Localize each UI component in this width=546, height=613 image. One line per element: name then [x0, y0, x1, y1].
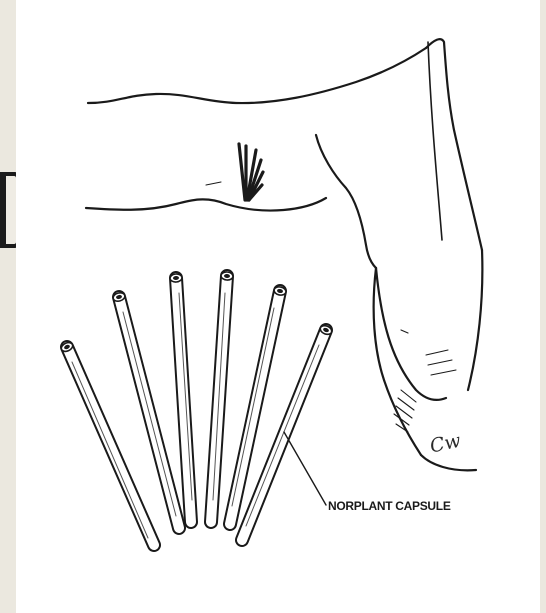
norplant-capsule-4: [211, 272, 233, 522]
norplant-capsule-2: [112, 292, 179, 528]
implanted-capsule-fan: [239, 144, 263, 200]
norplant-capsule-label: NORPLANT CAPSULE: [328, 499, 451, 513]
armpit-shading: [206, 182, 456, 432]
side-tab-inner: [6, 176, 16, 244]
arm-implant-illustration: [16, 0, 540, 613]
illustration-panel: Cw NORPLANT CAPSULE: [16, 0, 540, 613]
callout-leader-line: [284, 432, 326, 505]
